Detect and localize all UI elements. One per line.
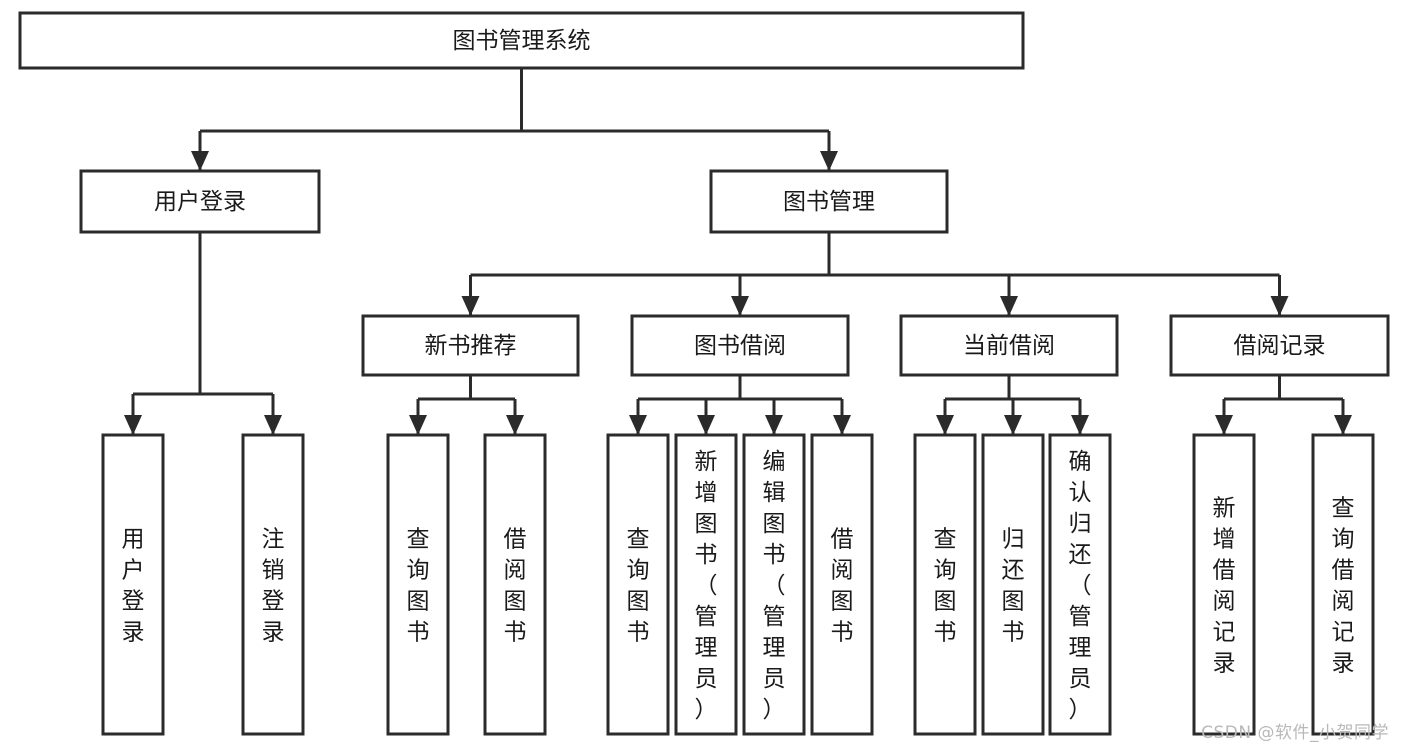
node-label: 查询图书	[934, 527, 957, 646]
node-label: 编辑图书（管理员）	[763, 449, 786, 723]
node-leaf-借阅图书[interactable]: 借阅图书	[810, 433, 874, 736]
node-leaf-新增借阅记录[interactable]: 新增借阅记录	[1192, 433, 1256, 736]
csdn-watermark: CSDN @软件_小贺同学	[1201, 723, 1389, 743]
arrow-head-icon	[833, 415, 851, 435]
node-leaf-确认归还-管理员[interactable]: 确认归还（管理员）	[1048, 433, 1112, 736]
node-label: 当前借阅	[963, 333, 1055, 359]
node-root-图书管理系统[interactable]: 图书管理系统	[18, 11, 1025, 70]
node-box	[1169, 314, 1390, 377]
node-label: 新增图书（管理员）	[695, 449, 718, 723]
connector-layer	[124, 68, 1352, 435]
arrow-head-icon	[1071, 415, 1089, 435]
node-label: 用户登录	[154, 189, 246, 215]
node-label: 确认归还（管理员）	[1069, 449, 1092, 723]
node-box	[981, 433, 1045, 736]
node-label: 查询借阅记录	[1332, 496, 1355, 677]
node-leaf-编辑图书-管理员[interactable]: 编辑图书（管理员）	[742, 433, 806, 736]
node-level2-当前借阅[interactable]: 当前借阅	[899, 314, 1119, 377]
node-box	[361, 314, 580, 377]
node-label: 图书管理	[783, 189, 875, 215]
arrow-head-icon	[1004, 415, 1022, 435]
node-box	[709, 169, 949, 234]
node-label: 查询图书	[407, 527, 430, 646]
node-label: 注销登录	[262, 527, 285, 646]
arrow-head-icon	[1334, 415, 1352, 435]
node-label: 借阅记录	[1234, 333, 1326, 359]
arrow-head-icon	[124, 415, 142, 435]
node-leaf-查询借阅记录[interactable]: 查询借阅记录	[1311, 433, 1375, 736]
node-box	[899, 314, 1119, 377]
node-level1-图书管理[interactable]: 图书管理	[709, 169, 949, 234]
node-label: 归还图书	[1002, 527, 1025, 646]
node-level2-新书推荐[interactable]: 新书推荐	[361, 314, 580, 377]
arrow-head-icon	[697, 415, 715, 435]
node-box	[606, 433, 670, 736]
arrow-head-icon	[936, 415, 954, 435]
node-layer: 图书管理系统用户登录图书管理新书推荐图书借阅当前借阅借阅记录用户登录注销登录查询…	[18, 11, 1390, 736]
node-label: 用户登录	[122, 527, 145, 646]
node-leaf-查询图书[interactable]: 查询图书	[913, 433, 977, 736]
node-box	[1311, 433, 1375, 736]
node-label: 借阅图书	[831, 527, 854, 646]
node-box	[386, 433, 450, 736]
node-box	[742, 433, 806, 736]
arrow-head-icon	[409, 415, 427, 435]
node-box	[630, 314, 850, 377]
node-box	[18, 11, 1025, 70]
node-leaf-注销登录[interactable]: 注销登录	[241, 433, 305, 736]
node-leaf-新增图书-管理员[interactable]: 新增图书（管理员）	[674, 433, 738, 736]
node-label: 借阅图书	[504, 527, 527, 646]
node-leaf-查询图书[interactable]: 查询图书	[386, 433, 450, 736]
node-leaf-归还图书[interactable]: 归还图书	[981, 433, 1045, 736]
node-box	[79, 169, 321, 234]
arrow-head-icon	[629, 415, 647, 435]
node-label: 查询图书	[627, 527, 650, 646]
node-level2-借阅记录[interactable]: 借阅记录	[1169, 314, 1390, 377]
arrow-head-icon	[506, 415, 524, 435]
node-box	[1192, 433, 1256, 736]
node-leaf-查询图书[interactable]: 查询图书	[606, 433, 670, 736]
node-box	[674, 433, 738, 736]
node-leaf-借阅图书[interactable]: 借阅图书	[483, 433, 547, 736]
node-label: 新书推荐	[425, 333, 517, 359]
node-box	[101, 433, 165, 736]
node-label: 图书管理系统	[453, 28, 591, 54]
node-box	[1048, 433, 1112, 736]
node-level1-用户登录[interactable]: 用户登录	[79, 169, 321, 234]
node-box	[810, 433, 874, 736]
node-box	[913, 433, 977, 736]
arrow-head-icon	[461, 296, 480, 316]
arrow-head-icon	[264, 415, 282, 435]
arrow-head-icon	[765, 415, 783, 435]
node-label: 图书借阅	[694, 333, 786, 359]
arrow-head-icon	[191, 151, 209, 171]
node-level2-图书借阅[interactable]: 图书借阅	[630, 314, 850, 377]
arrow-head-icon	[1215, 415, 1233, 435]
node-box	[483, 433, 547, 736]
arrow-head-icon	[820, 151, 838, 171]
arrow-head-icon	[1000, 296, 1018, 316]
arrow-head-icon	[731, 296, 749, 316]
node-leaf-用户登录[interactable]: 用户登录	[101, 433, 165, 736]
arrow-head-icon	[1270, 296, 1289, 316]
node-box	[241, 433, 305, 736]
node-label: 新增借阅记录	[1213, 496, 1236, 677]
